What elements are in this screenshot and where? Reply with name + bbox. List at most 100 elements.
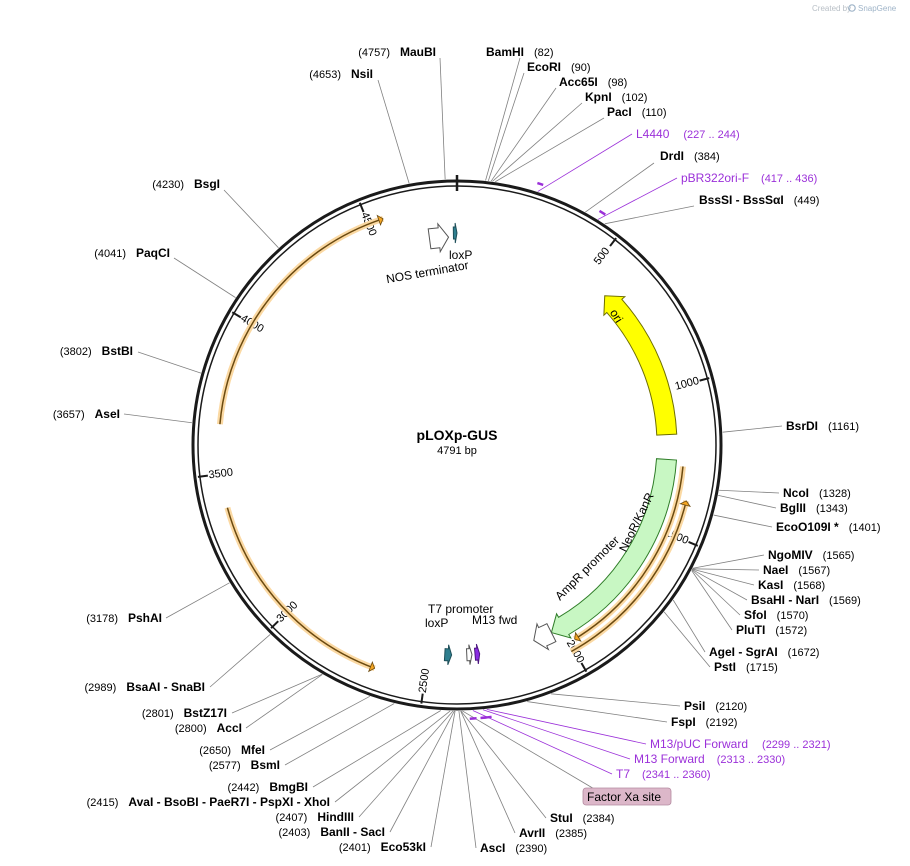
site-pos: (384): [694, 151, 720, 163]
site-name[interactable]: AseI: [95, 407, 120, 421]
site-name[interactable]: BssSI - BssSαI: [699, 193, 784, 207]
site-name[interactable]: BmgBI: [269, 780, 308, 794]
feature-label-nos-terminator[interactable]: NOS terminator: [385, 258, 470, 286]
site-pos: (2390): [515, 843, 547, 855]
site-name[interactable]: HindIII: [317, 810, 354, 824]
factor-xa-badge[interactable]: Factor Xa site: [582, 787, 672, 806]
site-pos: (4653): [309, 69, 341, 81]
site-name[interactable]: AvrII: [519, 826, 545, 840]
feature-label-t7-promoter[interactable]: T7 promoter: [428, 602, 493, 616]
site-name[interactable]: NgoMIV: [768, 548, 813, 562]
site-name[interactable]: DrdI: [660, 149, 684, 163]
svg-text:(2442)BmgBI: (2442) BmgBI: [228, 780, 308, 794]
site-leader: [458, 710, 477, 849]
primer-labels: L4440(227 .. 244) pBR322ori-F(417 .. 436…: [616, 127, 831, 781]
site-leader: [692, 554, 765, 569]
site-name[interactable]: MfeI: [241, 743, 265, 757]
svg-text:(2989)BsaAI - SnaBI: (2989)BsaAI - SnaBI: [85, 680, 205, 694]
primer-name[interactable]: T7: [616, 767, 630, 781]
feature-arrows: [427, 222, 678, 665]
svg-text:NgoMIV(1565): NgoMIV(1565): [768, 548, 854, 562]
site-name[interactable]: PstI: [714, 660, 736, 674]
feature-label-ori[interactable]: ori: [607, 307, 626, 326]
site-name[interactable]: PshAI: [128, 611, 162, 625]
svg-text:(2407)HindIII: (2407)HindIII: [276, 810, 354, 824]
site-name[interactable]: BsgI: [194, 177, 220, 191]
site-pos: (4230): [152, 179, 184, 191]
site-name[interactable]: PacI: [607, 105, 632, 119]
tick-label: 1000: [674, 375, 701, 393]
site-name[interactable]: PaqCI: [136, 246, 170, 260]
site-name[interactable]: KpnI: [585, 90, 612, 104]
snapgene-watermark: Created by SnapGene: [812, 4, 897, 13]
site-name[interactable]: PluTI: [736, 623, 765, 637]
site-name[interactable]: StuI: [550, 811, 573, 825]
tick-mark: [609, 237, 617, 247]
feature-label-loxp-top[interactable]: loxP: [449, 248, 472, 262]
factor-xa-leader: [462, 710, 597, 791]
site-pos: (98): [608, 77, 628, 89]
feature-label-loxp-bottom[interactable]: loxP: [425, 616, 448, 630]
site-leader: [490, 87, 557, 182]
site-pos: (1568): [793, 580, 825, 592]
site-name[interactable]: KasI: [758, 578, 783, 592]
site-name[interactable]: FspI: [671, 715, 696, 729]
orf-halo: [224, 506, 376, 672]
site-name[interactable]: PsiI: [684, 699, 705, 713]
site-name[interactable]: AgeI - SgrAI: [709, 645, 778, 659]
primer-name[interactable]: M13/pUC Forward: [650, 737, 748, 751]
site-name[interactable]: AccI: [217, 721, 242, 735]
primer-name[interactable]: L4440: [636, 127, 670, 141]
site-name[interactable]: BstBI: [102, 344, 133, 358]
site-leader: [165, 582, 230, 619]
site-pos: (2385): [555, 828, 587, 840]
site-name[interactable]: BanII - SacI: [320, 825, 385, 839]
site-pos: (2442): [228, 782, 260, 794]
site-name[interactable]: SfoI: [744, 608, 767, 622]
site-name[interactable]: BstZ17I: [184, 706, 227, 720]
tick-mark: [231, 311, 242, 319]
site-leader: [691, 569, 741, 616]
left-sites: (4757)MauBI (4653)NsiI (4230)BsgI (4041)…: [53, 45, 436, 854]
site-name[interactable]: MauBI: [400, 45, 436, 59]
feature-label-m13-fwd[interactable]: M13 fwd: [472, 613, 517, 627]
svg-text:(4757)MauBI: (4757)MauBI: [358, 45, 436, 59]
svg-text:NcoI(1328): NcoI(1328): [783, 486, 851, 500]
site-name[interactable]: AvaI - BsoBI - PaeR7I - PspXI - XhoI: [128, 795, 330, 809]
site-name[interactable]: AscI: [480, 841, 505, 855]
site-leader: [485, 57, 521, 181]
site-name[interactable]: BsrDI: [786, 419, 818, 433]
svg-text:PacI(110): PacI (110): [607, 105, 667, 119]
site-pos: (110): [642, 107, 667, 119]
tick-mark: [420, 693, 424, 704]
primer-mark: [480, 716, 487, 720]
site-name[interactable]: EcoRI: [527, 60, 561, 74]
site-pos: (1569): [829, 595, 861, 607]
site-name[interactable]: EcoO109I *: [776, 520, 839, 534]
site-name[interactable]: NcoI: [783, 486, 809, 500]
primer-name[interactable]: M13 Forward: [634, 752, 705, 766]
svg-text:BsaHI - NarI(1569): BsaHI - NarI (1569): [751, 593, 861, 607]
site-name[interactable]: BsmI: [251, 758, 280, 772]
site-name[interactable]: BsaHI - NarI: [751, 593, 819, 607]
svg-text:BglII(1343): BglII(1343): [780, 501, 848, 515]
site-pos: (2650): [199, 745, 231, 757]
svg-text:M13/pUC Forward(2299 .. 2321): M13/pUC Forward(2299 .. 2321): [650, 737, 831, 751]
site-pos: (102): [622, 92, 648, 104]
site-name[interactable]: NaeI: [763, 563, 788, 577]
site-pos: (2403): [279, 827, 311, 839]
site-name[interactable]: BglII: [780, 501, 806, 515]
site-pos: (1572): [775, 625, 807, 637]
site-name[interactable]: BsaAI - SnaBI: [126, 680, 205, 694]
site-leader: [460, 710, 516, 834]
site-name[interactable]: NsiI: [351, 67, 373, 81]
site-name[interactable]: Eco53kI: [381, 840, 426, 854]
plasmid-name[interactable]: pLOXp-GUS: [417, 427, 498, 443]
site-pos: (2800): [175, 723, 207, 735]
primer-name[interactable]: pBR322ori-F: [681, 171, 749, 185]
site-leader: [430, 710, 456, 848]
site-name[interactable]: BamHI: [486, 45, 524, 59]
site-pos: (1161): [828, 421, 859, 433]
site-name[interactable]: Acc65I: [559, 75, 598, 89]
